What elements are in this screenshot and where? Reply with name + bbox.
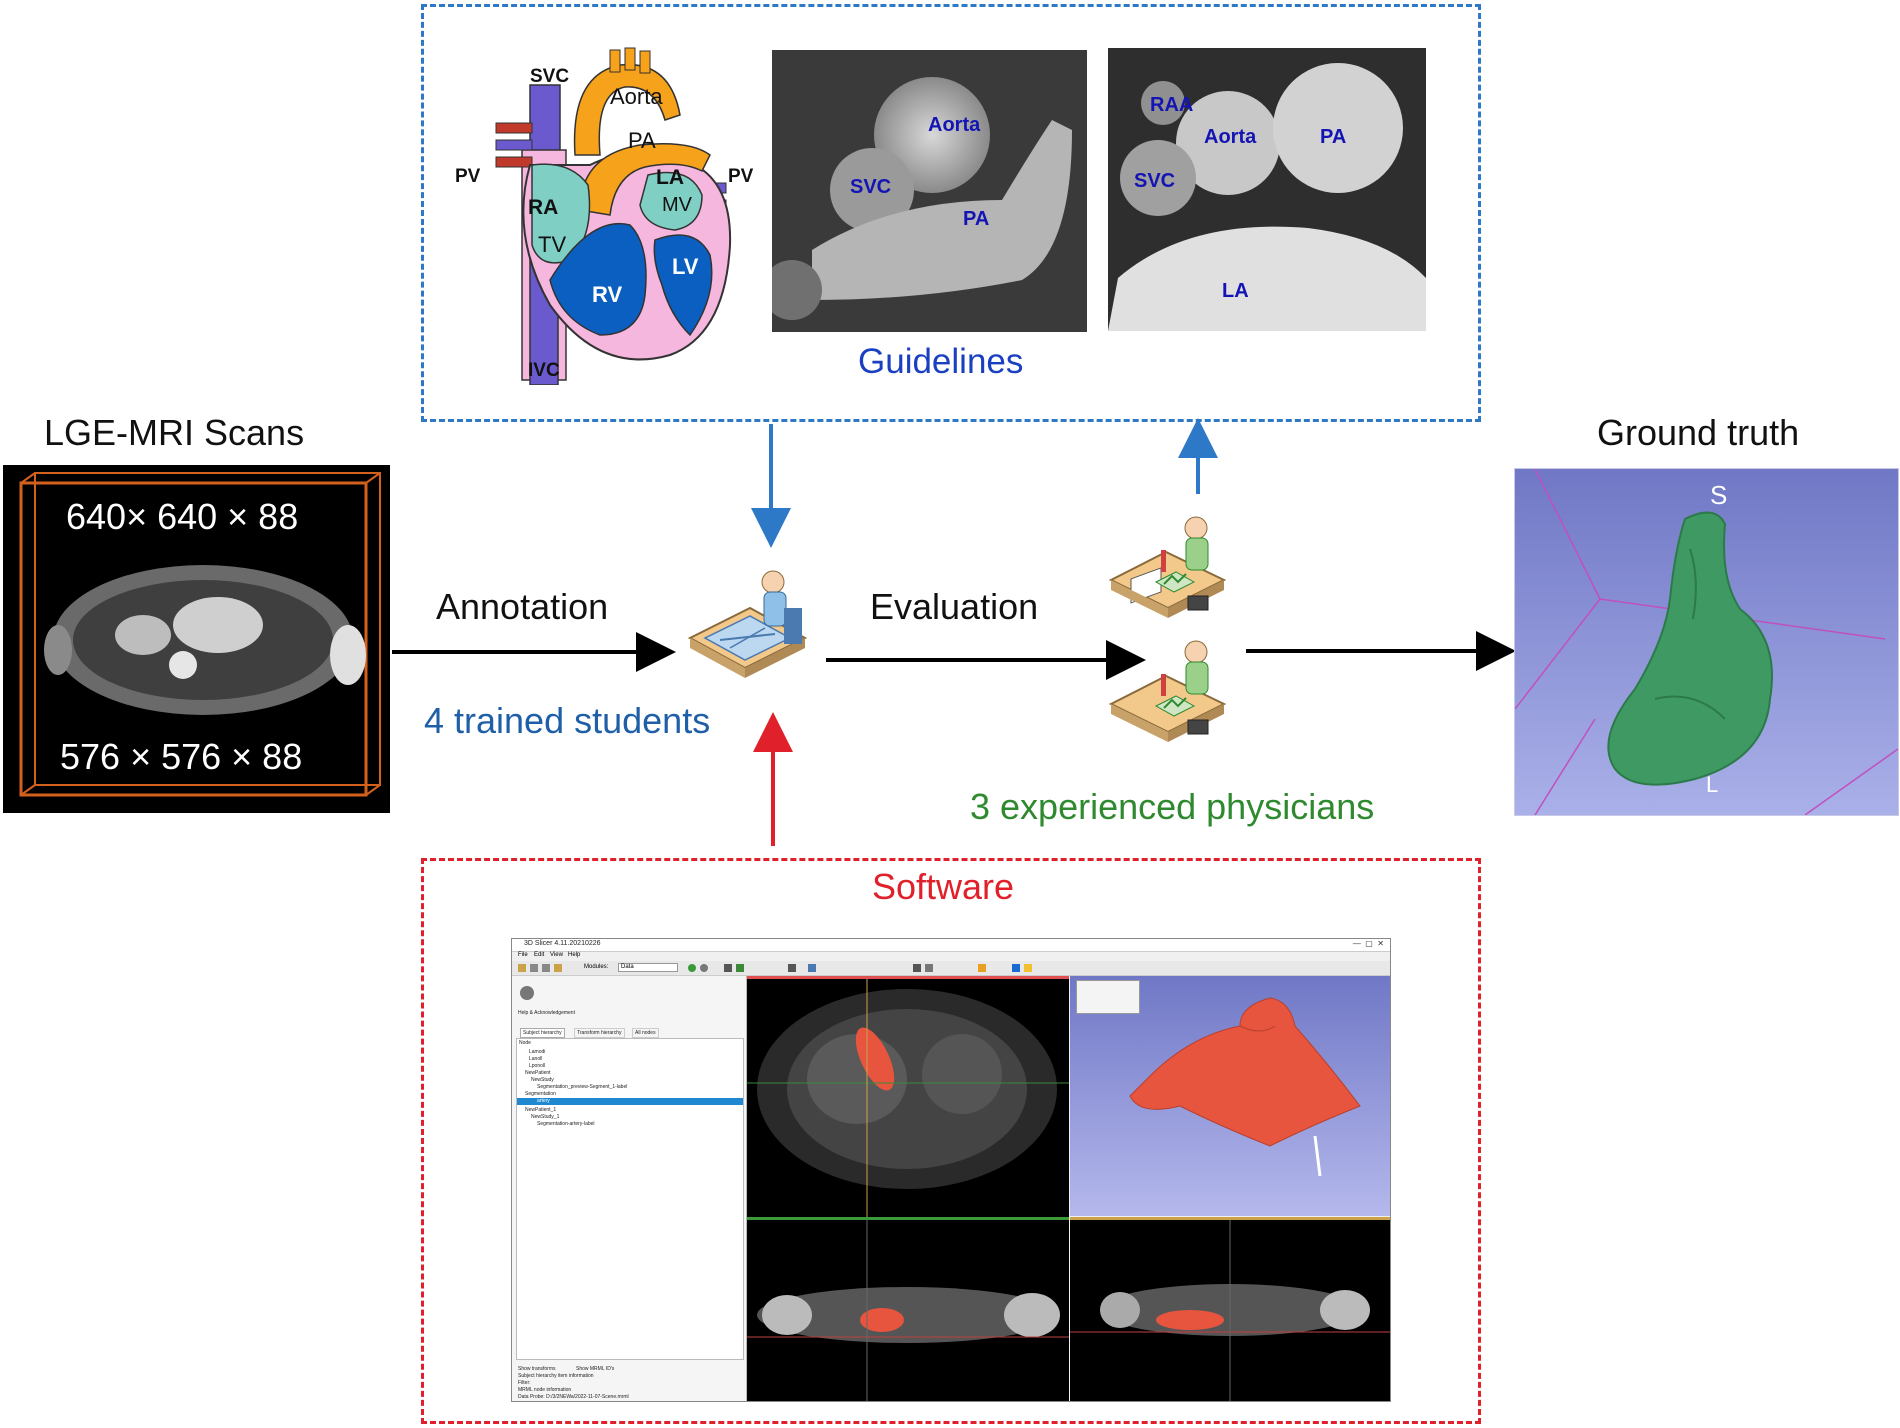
heart-label-svc: SVC — [530, 66, 570, 87]
mri2-label-aorta: Aorta — [1204, 126, 1257, 148]
window-controls-icon: — ▢ ✕ — [1352, 939, 1384, 948]
heart-label-rv: RV — [592, 282, 623, 307]
mri2-label-la: LA — [1222, 280, 1249, 302]
ground-truth-title: Ground truth — [1597, 412, 1800, 453]
tab-transform-hierarchy[interactable]: Transform hierarchy — [574, 1028, 625, 1038]
tab-subject-hierarchy[interactable]: Subject hierarchy — [520, 1028, 565, 1038]
evaluation-label: Evaluation — [870, 586, 1039, 627]
slicer-3d-view[interactable] — [1070, 976, 1390, 1216]
toolbar-icons — [518, 964, 1032, 972]
tree-item-lponoll[interactable]: Lponoll — [529, 1063, 546, 1069]
tree-item-selected-row[interactable]: artery — [517, 1098, 743, 1105]
mri1-label-pa: PA — [963, 208, 990, 230]
guidelines-caption: Guidelines — [858, 342, 1024, 381]
subject-hierarchy-tree: Node Lamodi Lanoll Lponoll NewPatient Ne… — [516, 1038, 744, 1360]
software-box — [421, 858, 1481, 1424]
mri2-label-raa: RAA — [1150, 94, 1194, 116]
slicer-yellow-slice-view[interactable] — [747, 1217, 1069, 1401]
heart-label-la: LA — [656, 166, 684, 189]
mrml-node-information-section[interactable]: MRML node information — [518, 1387, 572, 1393]
slicer-red-slice-view[interactable] — [747, 976, 1069, 1219]
guideline-mri-image-2 — [1108, 48, 1426, 331]
tree-item-newstudy-1[interactable]: NewStudy_1 — [531, 1114, 560, 1120]
tree-item-segmentation[interactable]: Segmentation — [525, 1091, 556, 1097]
heart-label-tv: TV — [538, 232, 567, 257]
tab-all-nodes[interactable]: All nodes — [632, 1028, 659, 1038]
mri1-label-svc: SVC — [850, 176, 892, 198]
modules-label: Modules: — [584, 964, 609, 970]
mri2-label-pa: PA — [1320, 126, 1347, 148]
tree-item-segmentation-artery-label[interactable]: Segmentation-artery-label — [537, 1121, 595, 1127]
heart-label-mv: MV — [662, 194, 692, 216]
slicer-toolbar: Modules: Data — [512, 961, 1390, 976]
scans-title: LGE-MRI Scans — [44, 412, 305, 453]
physicians-label: 3 experienced physicians — [970, 786, 1375, 827]
menu-help[interactable]: Help — [568, 952, 581, 958]
tree-item-newpatient-1[interactable]: NewPatient_1 — [525, 1107, 557, 1113]
guidelines-box — [421, 4, 1481, 422]
filter-label: Filter: — [518, 1380, 531, 1386]
student-at-desk-icon — [687, 570, 808, 678]
physician-icon-1 — [1108, 516, 1227, 618]
menu-file[interactable]: File — [518, 952, 528, 958]
tree-header: Node — [519, 1040, 531, 1046]
show-transforms-checkbox[interactable]: Show transforms — [518, 1366, 556, 1372]
tree-item-artery: artery — [537, 1098, 550, 1104]
slicer-screenshot: 3D Slicer 4.11.20210226 — ▢ ✕ File Edit … — [511, 938, 1391, 1402]
slicer-window-title: 3D Slicer 4.11.20210226 — [524, 940, 601, 947]
show-mrml-ids-checkbox[interactable]: Show MRML ID's — [576, 1366, 615, 1372]
tree-item-lamodi[interactable]: Lamodi — [529, 1049, 546, 1055]
annotation-label: Annotation — [436, 586, 609, 627]
module-select[interactable]: Data — [618, 963, 678, 972]
physician-icon-2 — [1108, 640, 1227, 742]
ground-truth-render — [1514, 468, 1899, 816]
ground-truth-orientation-l: L — [1706, 772, 1719, 797]
slicer-logo-icon — [520, 986, 534, 1000]
heart-label-ivc: IVC — [528, 360, 560, 381]
heart-label-pv-left: PV — [455, 166, 481, 187]
heart-label-pa: PA — [628, 128, 656, 153]
tree-item-segmentation-preview[interactable]: Segmentation_preview-Segment_1-label — [537, 1084, 628, 1090]
heart-label-aorta: Aorta — [610, 84, 663, 109]
scans-dims-bottom: 576 × 576 × 88 — [60, 736, 303, 777]
heart-label-ra: RA — [528, 196, 559, 219]
help-section[interactable]: Help & Acknowledgement — [518, 1010, 575, 1016]
slicer-module-panel: Help & Acknowledgement Subject hierarchy… — [512, 976, 747, 1401]
heart-anatomy-diagram — [495, 47, 732, 385]
data-probe-section[interactable]: Data Probe: D:/3/2NEWa/2022-11-07-Scene.… — [518, 1394, 629, 1400]
view-controls-widget[interactable] — [1076, 980, 1140, 1014]
mri1-label-aorta: Aorta — [928, 114, 981, 136]
slicer-menu-bar: File Edit View Help — [512, 951, 1390, 961]
heart-label-pv-right: PV — [728, 166, 754, 187]
menu-view[interactable]: View — [550, 952, 563, 958]
scans-volume-image — [3, 465, 390, 813]
students-label: 4 trained students — [424, 700, 711, 741]
ground-truth-orientation-s: S — [1710, 480, 1728, 510]
item-information-section[interactable]: Subject hierarchy item information — [518, 1373, 594, 1379]
scans-dims-top: 640× 640 × 88 — [66, 496, 299, 537]
software-title: Software — [872, 866, 1015, 907]
tree-item-newpatient[interactable]: NewPatient — [525, 1070, 551, 1076]
tree-item-lanoll[interactable]: Lanoll — [529, 1056, 543, 1062]
tree-item-newstudy[interactable]: NewStudy — [531, 1077, 554, 1083]
slicer-green-slice-view[interactable] — [1070, 1217, 1390, 1401]
slicer-title-bar: 3D Slicer 4.11.20210226 — ▢ ✕ — [512, 939, 1390, 952]
menu-edit[interactable]: Edit — [534, 952, 545, 958]
guideline-mri-image-1 — [772, 50, 1087, 332]
heart-label-lv: LV — [672, 254, 699, 279]
mri2-label-svc: SVC — [1134, 170, 1176, 192]
